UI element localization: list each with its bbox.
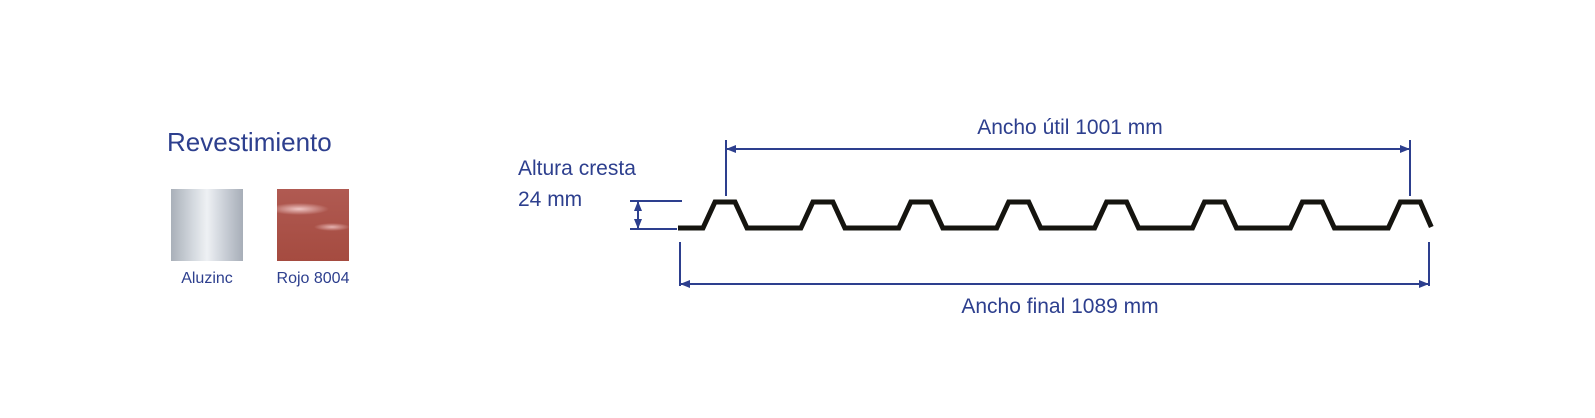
crest-height-value: 24 mm [518,188,582,211]
trapezoidal-sheet-profile [678,199,1434,231]
final-width-label: Ancho final 1089 mm [961,295,1158,318]
coating-title: Revestimiento [167,127,332,157]
swatch-label-aluzinc: Aluzinc [181,270,233,287]
swatch-label-rojo: Rojo 8004 [276,270,350,287]
swatch-aluzinc[interactable] [171,189,243,261]
crest-height-label: Altura cresta [518,157,636,180]
swatch-rojo-8004[interactable] [277,189,349,261]
useful-width-label: Ancho útil 1001 mm [977,116,1163,139]
